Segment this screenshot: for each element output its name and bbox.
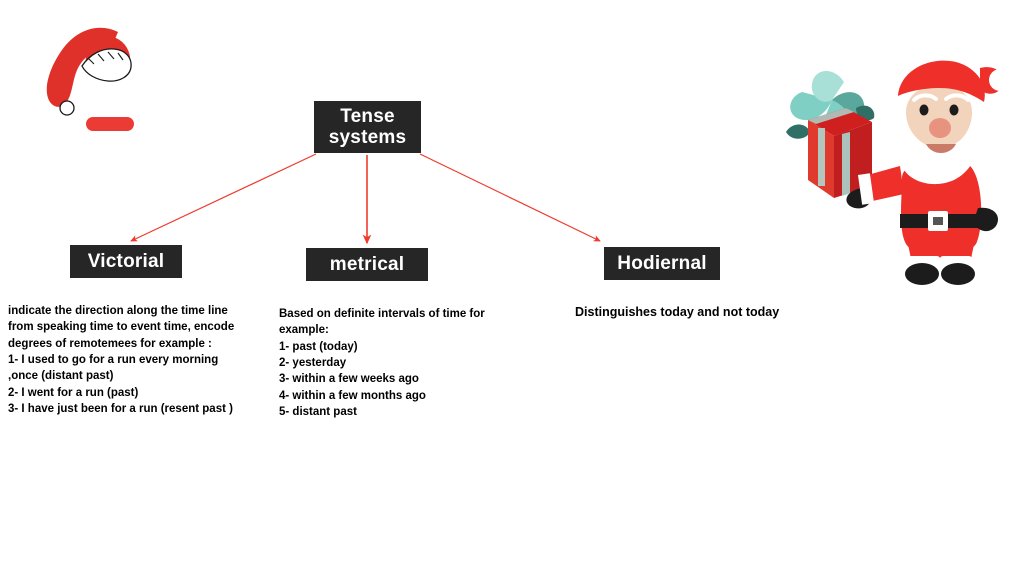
red-pill-shape: [86, 117, 134, 131]
node-hodiernal[interactable]: Hodiernal: [604, 247, 720, 280]
description-victorial: indicate the direction along the time li…: [8, 305, 235, 415]
node-metrical[interactable]: metrical: [306, 248, 428, 281]
santa-hat-icon: [36, 24, 140, 116]
gift-box: [808, 108, 872, 198]
connector-root-to-victorial: [130, 153, 317, 242]
node-victorial[interactable]: Victorial: [70, 245, 182, 278]
santa-arm: [846, 166, 904, 209]
node-tense-systems[interactable]: Tense systems: [314, 101, 421, 153]
description-metrical: Based on definite intervals of time for …: [279, 308, 485, 418]
santa-body: [900, 157, 998, 285]
santa-head: [888, 60, 1011, 185]
connector-root-to-hodiernal: [419, 153, 601, 242]
santa-claus-with-gift-image: [772, 48, 1016, 292]
description-hodiernal: Distinguishes today and not today: [575, 305, 780, 319]
